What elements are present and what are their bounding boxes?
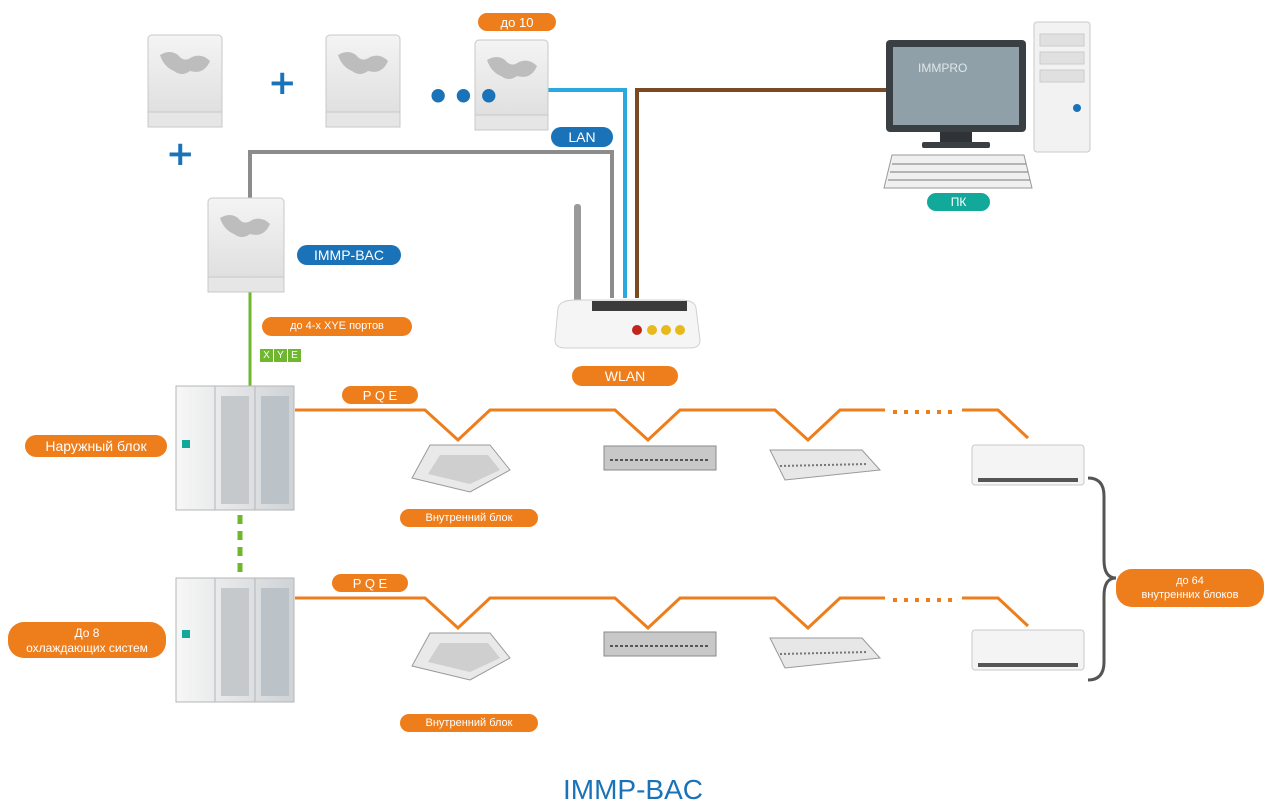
xye-ports-label: до 4-х XYE портов [262,317,412,336]
upto-8-line-2: охлаждающих систем [26,640,148,655]
upto-8-line-1: До 8 [74,625,100,640]
indoor-ceiling-1 [769,449,882,481]
lan-cable [548,88,627,298]
xye-tag-y: Y [274,349,287,362]
indoor-wall-1 [971,444,1085,486]
controller-immp-bac [207,197,285,293]
controllers-ellipsis: ••• [426,75,502,119]
outdoor-unit-1 [175,385,295,511]
pqe-line-1 [295,408,885,443]
controller-3 [474,39,549,131]
pc-monitor: IMMPRO [886,40,1026,148]
upto-64-indoor-label: до 64 внутренних блоков [1116,569,1264,607]
indoor-duct-2 [603,631,717,657]
wlan-router [554,204,701,349]
immp-bac-label: IMMP-BAC [297,245,401,265]
controller-2 [325,34,401,128]
outdoor-unit-2 [175,577,295,703]
lan-label: LAN [551,127,613,147]
pc-tower [1033,21,1091,153]
pqe-line-1-end [962,408,1030,440]
indoor-unit-label-1: Внутренний блок [400,509,538,527]
controller-to-router-cable [248,150,614,298]
pc-keyboard [883,154,1033,189]
indoor-cassette-1 [411,444,511,493]
controller-1 [147,34,223,128]
indoor-unit-label-2: Внутренний блок [400,714,538,732]
indoor-units-brace [1087,476,1117,682]
pc-cable [635,88,886,298]
cables [237,88,1030,631]
upto-64-line-2: внутренних блоков [1141,588,1239,601]
indoor-wall-2 [971,629,1085,671]
outdoor-unit-label: Наружный блок [25,435,167,457]
xye-tag-x: X [260,349,273,362]
pqe-line-2 [295,596,885,631]
monitor-brand-text: IMMPRO [918,61,967,75]
plus-sign-below-controller: + [166,134,195,174]
wlan-label: WLAN [572,366,678,386]
upto-64-line-1: до 64 [1176,574,1204,587]
pc-label: ПК [927,193,990,211]
indoor-ceiling-2 [769,637,882,669]
pqe-label-1: P Q E [342,386,418,404]
upto-10-label: до 10 [478,13,556,31]
xye-tag: X Y E [260,349,301,362]
diagram-title: IMMP-BAC [563,774,703,805]
plus-sign-between-controllers: + [268,63,297,103]
indoor-duct-1 [603,445,717,471]
xye-tag-e: E [288,349,301,362]
upto-8-systems-label: До 8 охлаждающих систем [8,622,166,658]
pqe-label-2: P Q E [332,574,408,592]
indoor-cassette-2 [411,632,511,681]
pqe-line-2-end [962,596,1030,628]
